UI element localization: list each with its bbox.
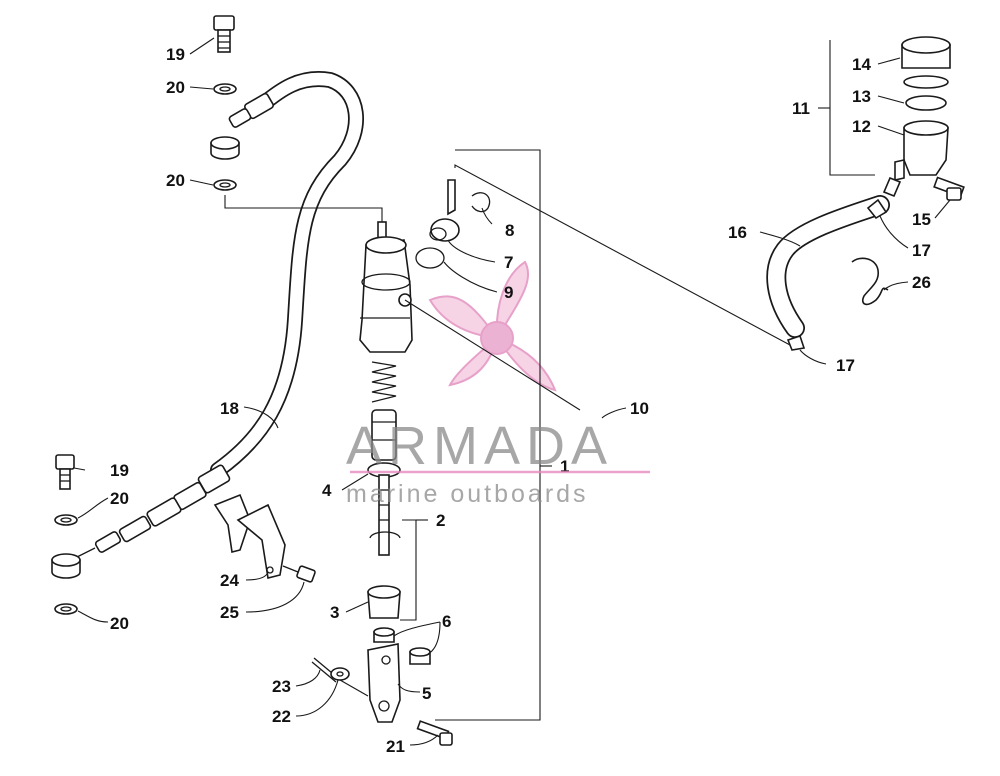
callout-21: 21 [386, 737, 405, 756]
callout-11: 11 [792, 99, 810, 118]
callout-20-d: 20 [110, 614, 129, 633]
watermark-title: ARMADA [346, 416, 613, 476]
hose-clip-bracket [213, 493, 316, 583]
callout-5: 5 [422, 684, 431, 703]
callout-22: 22 [272, 707, 291, 726]
master-cylinder [359, 221, 581, 411]
callout-15: 15 [912, 210, 931, 229]
bracket-2 [400, 519, 417, 621]
callout-20-c: 20 [110, 489, 129, 508]
callout-7: 7 [504, 253, 513, 272]
callout-1: 1 [560, 457, 569, 476]
piston-assembly [367, 361, 401, 556]
callout-2: 2 [436, 511, 445, 530]
reservoir-assembly [882, 36, 965, 201]
reservoir-hose [766, 195, 890, 351]
dust-boot [367, 585, 401, 619]
bracket-11 [829, 40, 875, 176]
callout-16: 16 [728, 223, 747, 242]
propeller-logo [428, 260, 557, 392]
callout-14: 14 [852, 55, 871, 74]
callout-4: 4 [322, 481, 332, 500]
callout-26: 26 [912, 273, 931, 292]
callout-3: 3 [330, 603, 339, 622]
callout-20-a: 20 [166, 78, 185, 97]
callout-18: 18 [220, 399, 239, 418]
callout-17-lower: 17 [836, 356, 855, 375]
leader-lines [73, 37, 951, 746]
callout-25: 25 [220, 603, 239, 622]
callout-9: 9 [504, 283, 513, 302]
hose-connection-line [454, 164, 791, 346]
watermark-subtitle: marine outboards [346, 480, 589, 508]
callout-23: 23 [272, 677, 291, 696]
callout-13: 13 [852, 87, 871, 106]
callout-19-upper: 19 [166, 45, 185, 64]
callouts: 1 2 3 4 5 6 7 8 9 10 11 12 13 14 15 16 1… [110, 45, 931, 756]
callout-20-b: 20 [166, 171, 185, 190]
inlet-fitting [415, 179, 491, 269]
lower-banjo-assembly [51, 454, 81, 615]
watermark: ARMADA marine outboards [346, 416, 650, 508]
callout-19-lower: 19 [110, 461, 129, 480]
upper-banjo-assembly [210, 15, 383, 228]
brake-hose [74, 71, 364, 559]
clevis-assembly [311, 643, 453, 746]
nuts [373, 627, 431, 665]
callout-8: 8 [505, 221, 514, 240]
callout-24: 24 [220, 571, 239, 590]
callout-12: 12 [852, 117, 871, 136]
callout-17-upper: 17 [912, 241, 931, 260]
bracket-1 [435, 149, 541, 721]
callout-6: 6 [442, 612, 451, 631]
callout-10: 10 [630, 399, 649, 418]
